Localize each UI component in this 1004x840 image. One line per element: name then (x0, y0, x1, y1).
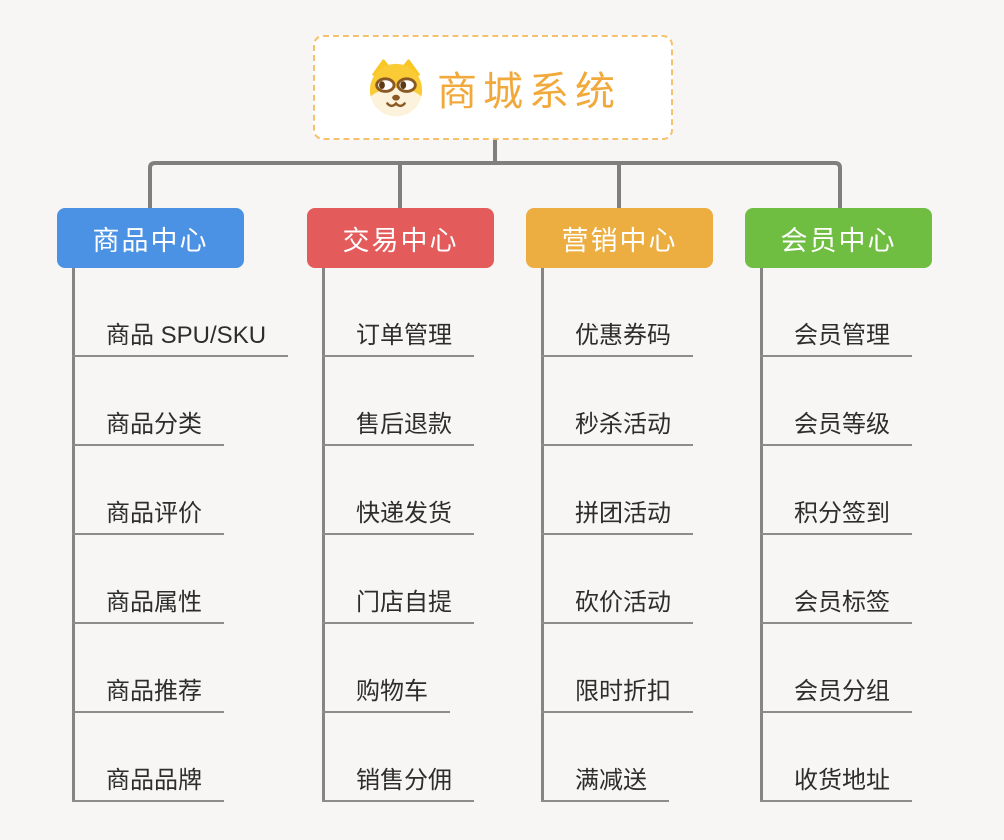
branch-child-item[interactable]: 商品属性 (72, 582, 224, 624)
branch-child-item[interactable]: 购物车 (322, 671, 450, 713)
branch-child-item[interactable]: 会员管理 (760, 315, 912, 357)
branch-child-item[interactable]: 销售分佣 (322, 760, 474, 802)
branch-child-item[interactable]: 商品品牌 (72, 760, 224, 802)
branch-child-item[interactable]: 会员分组 (760, 671, 912, 713)
branch-child-item[interactable]: 优惠券码 (541, 315, 693, 357)
branch-child-item[interactable]: 满减送 (541, 760, 669, 802)
branch-child-item[interactable]: 售后退款 (322, 404, 474, 446)
dog-face-icon (369, 58, 423, 116)
branch-child-item[interactable]: 订单管理 (322, 315, 474, 357)
branch-node-1[interactable]: 商品中心 (57, 208, 244, 268)
branch-node-3[interactable]: 营销中心 (526, 208, 713, 268)
branch-child-item[interactable]: 秒杀活动 (541, 404, 693, 446)
branch-child-item[interactable]: 会员等级 (760, 404, 912, 446)
branch-node-label: 交易中心 (342, 225, 459, 256)
root-title: 商城系统 (437, 69, 621, 114)
branch-child-item[interactable]: 商品分类 (72, 404, 224, 446)
branch-child-item[interactable]: 砍价活动 (541, 582, 693, 624)
branch-child-item[interactable]: 快递发货 (322, 493, 474, 535)
branch-child-item[interactable]: 商品 SPU/SKU (72, 315, 289, 357)
branch-node-label: 会员中心 (780, 225, 897, 256)
branch-node-4[interactable]: 会员中心 (745, 208, 932, 268)
branch-child-item[interactable]: 积分签到 (760, 493, 912, 535)
branch-child-item[interactable]: 门店自提 (322, 582, 474, 624)
branch-child-item[interactable]: 收货地址 (760, 760, 912, 802)
branch-child-item[interactable]: 商品评价 (72, 493, 224, 535)
branch-node-label: 营销中心 (561, 225, 678, 256)
branch-node-label: 商品中心 (92, 225, 209, 256)
branch-child-item[interactable]: 会员标签 (760, 582, 912, 624)
branch-node-2[interactable]: 交易中心 (307, 208, 494, 268)
branch-child-item[interactable]: 限时折扣 (541, 671, 693, 713)
root-node[interactable]: 商城系统 (313, 35, 673, 140)
branch-child-item[interactable]: 拼团活动 (541, 493, 693, 535)
branch-child-item[interactable]: 商品推荐 (72, 671, 224, 713)
